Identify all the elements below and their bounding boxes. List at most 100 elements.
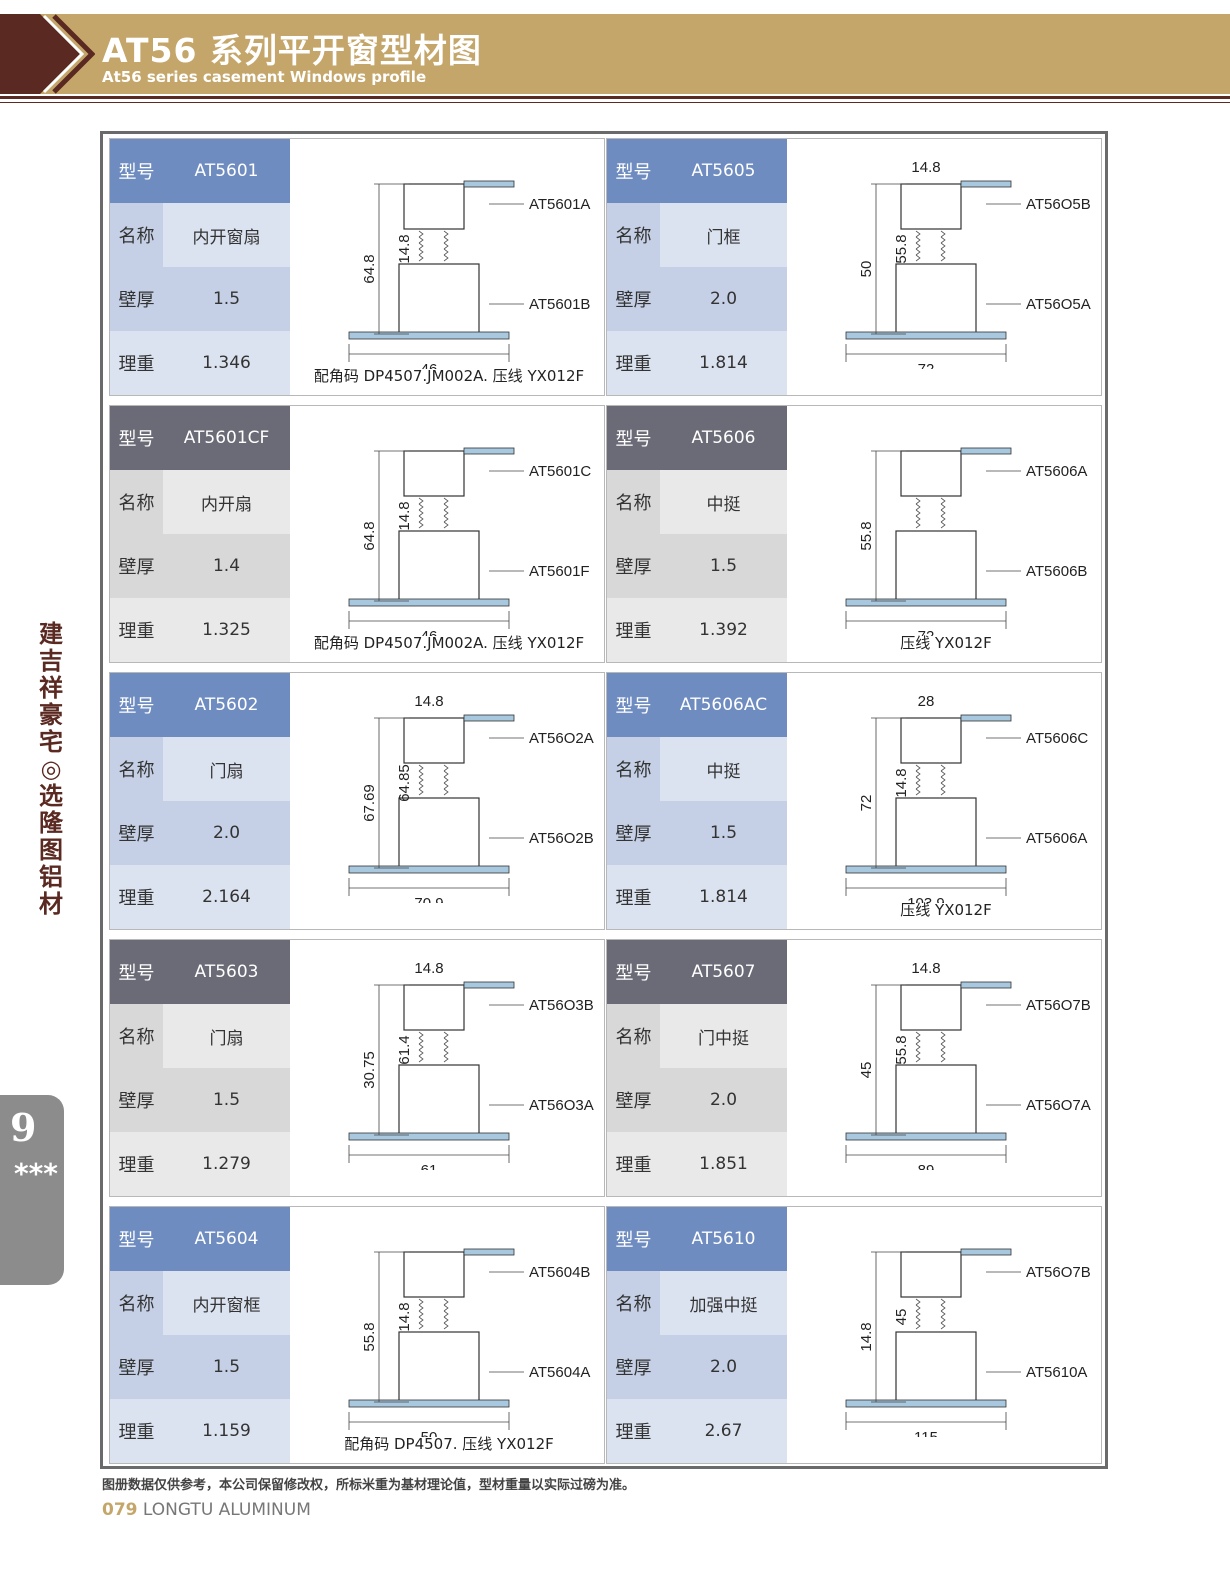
profile-drawing: 14.845115AT56O7BAT5610A [845, 1248, 1091, 1437]
thermal-strip [443, 776, 449, 784]
thermal-strip [915, 1043, 921, 1051]
thermal-strip [443, 509, 449, 517]
thermal-strip [418, 236, 424, 244]
thermal-strip [443, 242, 449, 250]
thermal-strip [443, 1298, 449, 1306]
product-card: 型号AT5610名称加强中挺壁厚2.0理重2.6714.845115AT56O7… [606, 1206, 1102, 1464]
thermal-strip [443, 1316, 449, 1324]
spec-value-thickness: 2.0 [660, 1068, 787, 1132]
dimension-label: AT5601C [529, 463, 591, 480]
product-card: 型号AT5602名称门扇壁厚2.0理重2.16467.6964.8570.914… [109, 672, 605, 930]
profile-wall [960, 714, 1012, 722]
spec-label-thickness: 壁厚 [110, 1068, 163, 1132]
thermal-strip [940, 515, 946, 523]
thermal-strip [915, 1322, 921, 1330]
dimension-label: 61.4 [396, 1035, 413, 1064]
thermal-strip [443, 503, 449, 511]
spec-label-thickness: 壁厚 [110, 534, 163, 598]
thermal-strip [443, 1055, 449, 1063]
thermal-strip [940, 1298, 946, 1306]
spec-label-thickness: 壁厚 [607, 1068, 660, 1132]
spec-value-model: AT5607 [660, 940, 787, 1004]
profile-wall [348, 331, 510, 340]
spec-label-thickness: 壁厚 [110, 801, 163, 865]
spec-value-name: 门扇 [163, 1004, 290, 1068]
accessory-caption: 配角码 DP4507.JM002A. 压线 YX012F [313, 634, 585, 652]
thermal-strip [443, 770, 449, 778]
dimension-label: AT5606B [1026, 563, 1087, 580]
spec-label-name: 名称 [110, 1004, 163, 1068]
spec-label-model: 型号 [607, 139, 660, 203]
dimension-label: 46 [421, 628, 438, 636]
thermal-strip [418, 1322, 424, 1330]
spec-value-weight: 1.279 [163, 1132, 290, 1196]
spec-label-name: 名称 [607, 737, 660, 801]
profile-wall [348, 598, 510, 607]
spec-label-name: 名称 [607, 1004, 660, 1068]
spec-value-weight: 1.392 [660, 598, 787, 662]
dimension-label: AT56O7A [1026, 1097, 1091, 1114]
profile-wall [348, 1132, 510, 1141]
spec-value-weight: 1.814 [660, 331, 787, 395]
thermal-strip [418, 770, 424, 778]
spec-label-name: 名称 [607, 1271, 660, 1335]
profile-upper-chamber [900, 717, 962, 764]
spec-row-name: 名称中挺 [607, 737, 787, 801]
thermal-strip [443, 1322, 449, 1330]
spec-label-weight: 理重 [607, 1399, 660, 1463]
spec-value-weight: 1.346 [163, 331, 290, 395]
spec-value-thickness: 1.5 [163, 267, 290, 331]
thermal-strip [418, 1304, 424, 1312]
spec-value-weight: 1.814 [660, 865, 787, 929]
spec-label-model: 型号 [110, 139, 163, 203]
footnote: 图册数据仅供参考，本公司保留修改权，所标米重为基材理论值，型材重量以实际过磅为准… [102, 1478, 636, 1493]
profile-wall [463, 1248, 515, 1256]
spec-label-model: 型号 [607, 1207, 660, 1271]
spec-row-name: 名称门扇 [110, 1004, 290, 1068]
footer-brand: LONGTU ALUMINUM [142, 1500, 311, 1520]
thermal-strip [940, 230, 946, 238]
dimension-label: 64.85 [396, 764, 413, 802]
thermal-strip [443, 1310, 449, 1318]
thermal-strip [915, 770, 921, 778]
thermal-strip [443, 1304, 449, 1312]
profile-wall [845, 598, 1007, 607]
header-rule [0, 96, 1230, 99]
profile-wall [463, 714, 515, 722]
profile-wall [845, 1132, 1007, 1141]
dimension-label: 14.8 [414, 693, 443, 710]
dimension-label: 103.9 [907, 895, 945, 903]
profile-wall [845, 331, 1007, 340]
profile-lower-chamber [895, 530, 977, 602]
spec-label-weight: 理重 [110, 1399, 163, 1463]
thermal-strip [418, 776, 424, 784]
spec-value-name: 中挺 [660, 737, 787, 801]
thermal-strip [940, 242, 946, 250]
thermal-strip [940, 782, 946, 790]
thermal-strip [418, 509, 424, 517]
section-tab[interactable]: 9 *** [0, 1095, 64, 1285]
section-tab-number: 9 [10, 1105, 37, 1150]
spec-label-name: 名称 [607, 470, 660, 534]
thermal-strip [443, 254, 449, 262]
dimension-label: 55.8 [361, 1322, 378, 1351]
thermal-strip [915, 1310, 921, 1318]
spec-row-name: 名称门框 [607, 203, 787, 267]
accessory-caption: 配角码 DP4507. 压线 YX012F [344, 1435, 554, 1453]
spec-label-model: 型号 [110, 673, 163, 737]
product-card: 型号AT5603名称门扇壁厚1.5理重1.27930.7561.46114.8A… [109, 939, 605, 1197]
spec-label-weight: 理重 [110, 331, 163, 395]
profile-drawing: 55.872AT5606AAT5606B [845, 447, 1087, 636]
spec-label-weight: 理重 [110, 598, 163, 662]
profile-upper-chamber [403, 1251, 465, 1298]
spec-value-model: AT5610 [660, 1207, 787, 1271]
dimension-label: AT56O5B [1026, 196, 1091, 213]
dimension-label: 14.8 [414, 960, 443, 977]
dimension-label: 70.9 [414, 895, 443, 903]
